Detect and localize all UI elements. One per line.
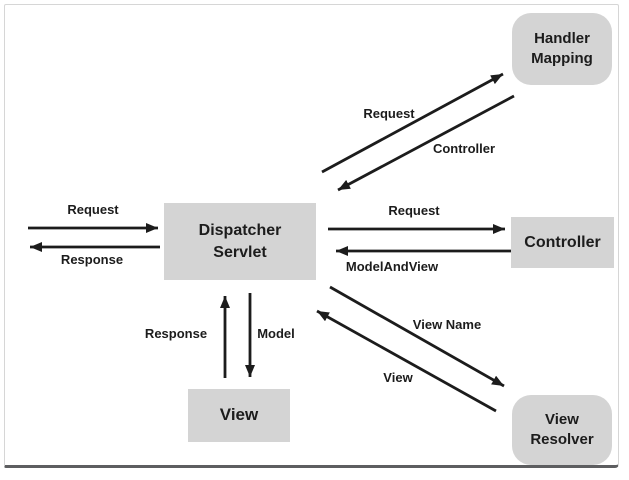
label-view-resolver-view: View xyxy=(383,370,413,385)
arrow-view-name-to-view-resolver xyxy=(329,285,505,388)
arrow-controller-from-handler-mapping xyxy=(337,94,515,192)
node-dispatcher-servlet: Dispatcher Servlet xyxy=(164,203,316,280)
label-controller-modelandview: ModelAndView xyxy=(345,259,439,274)
label-handler-mapping-controller: Controller xyxy=(432,141,496,156)
node-handler-mapping: Handler Mapping xyxy=(512,13,612,85)
label-client-request: Request xyxy=(67,202,119,217)
label-client-response: Response xyxy=(60,252,124,267)
label-handler-mapping-request: Request xyxy=(363,106,415,121)
node-view: View xyxy=(188,389,290,442)
label-view-resolver-view-name: View Name xyxy=(412,317,482,332)
label-controller-request: Request xyxy=(388,203,440,218)
node-controller: Controller xyxy=(511,217,614,268)
arrow-request-to-handler-mapping xyxy=(321,72,504,174)
label-view-response: Response xyxy=(144,326,208,341)
arrow-view-from-view-resolver xyxy=(316,309,497,413)
label-view-model: Model xyxy=(257,326,295,341)
node-view-resolver: View Resolver xyxy=(512,395,612,465)
